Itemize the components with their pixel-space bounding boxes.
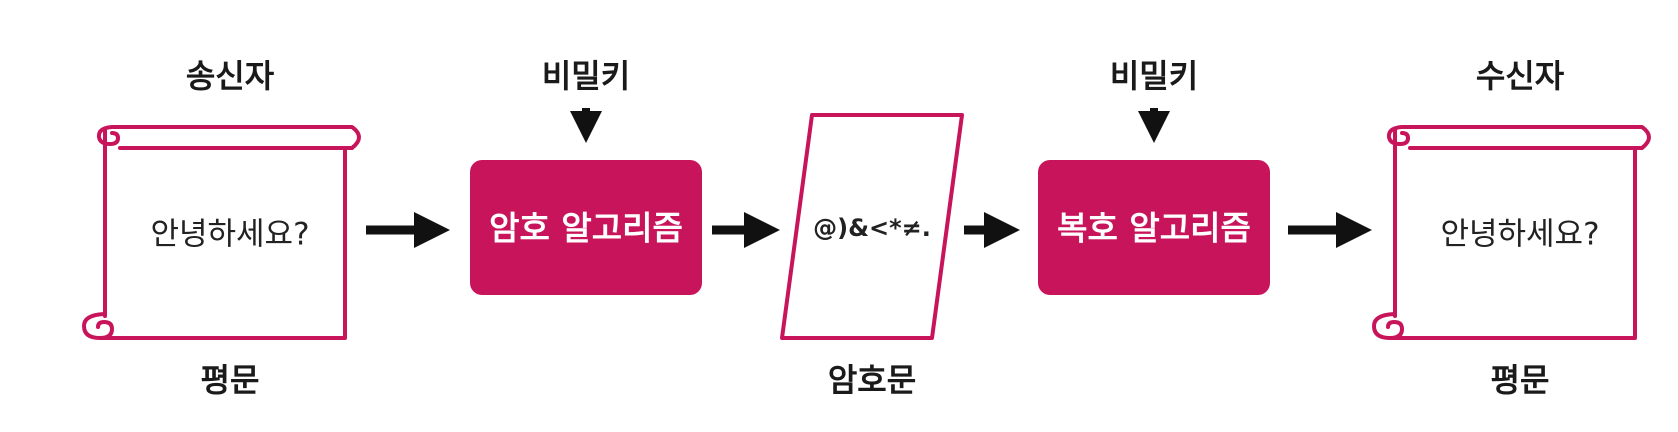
decrypt-box-label: 복호 알고리즘	[1057, 208, 1251, 248]
decryption-algorithm-box	[1038, 160, 1270, 295]
encryption-algorithm-box	[470, 160, 702, 295]
decrypt-key-label: 비밀키	[1109, 57, 1199, 95]
sender-scroll-icon	[82, 125, 361, 340]
ciphertext-shape	[780, 113, 964, 340]
receiver-title: 수신자	[1475, 57, 1565, 95]
sender-message: 안녕하세요?	[150, 216, 310, 253]
ciphertext-text: @)&<*≠.	[813, 214, 931, 242]
receiver-scroll-icon	[1372, 125, 1651, 340]
receiver-message: 안녕하세요?	[1440, 216, 1600, 253]
sender-caption: 평문	[200, 361, 260, 399]
encrypt-box-label: 암호 알고리즘	[489, 208, 683, 248]
sender-title: 송신자	[185, 57, 275, 95]
receiver-caption: 평문	[1490, 361, 1550, 399]
encrypt-key-label: 비밀키	[541, 57, 631, 95]
ciphertext-caption: 암호문	[827, 361, 917, 399]
